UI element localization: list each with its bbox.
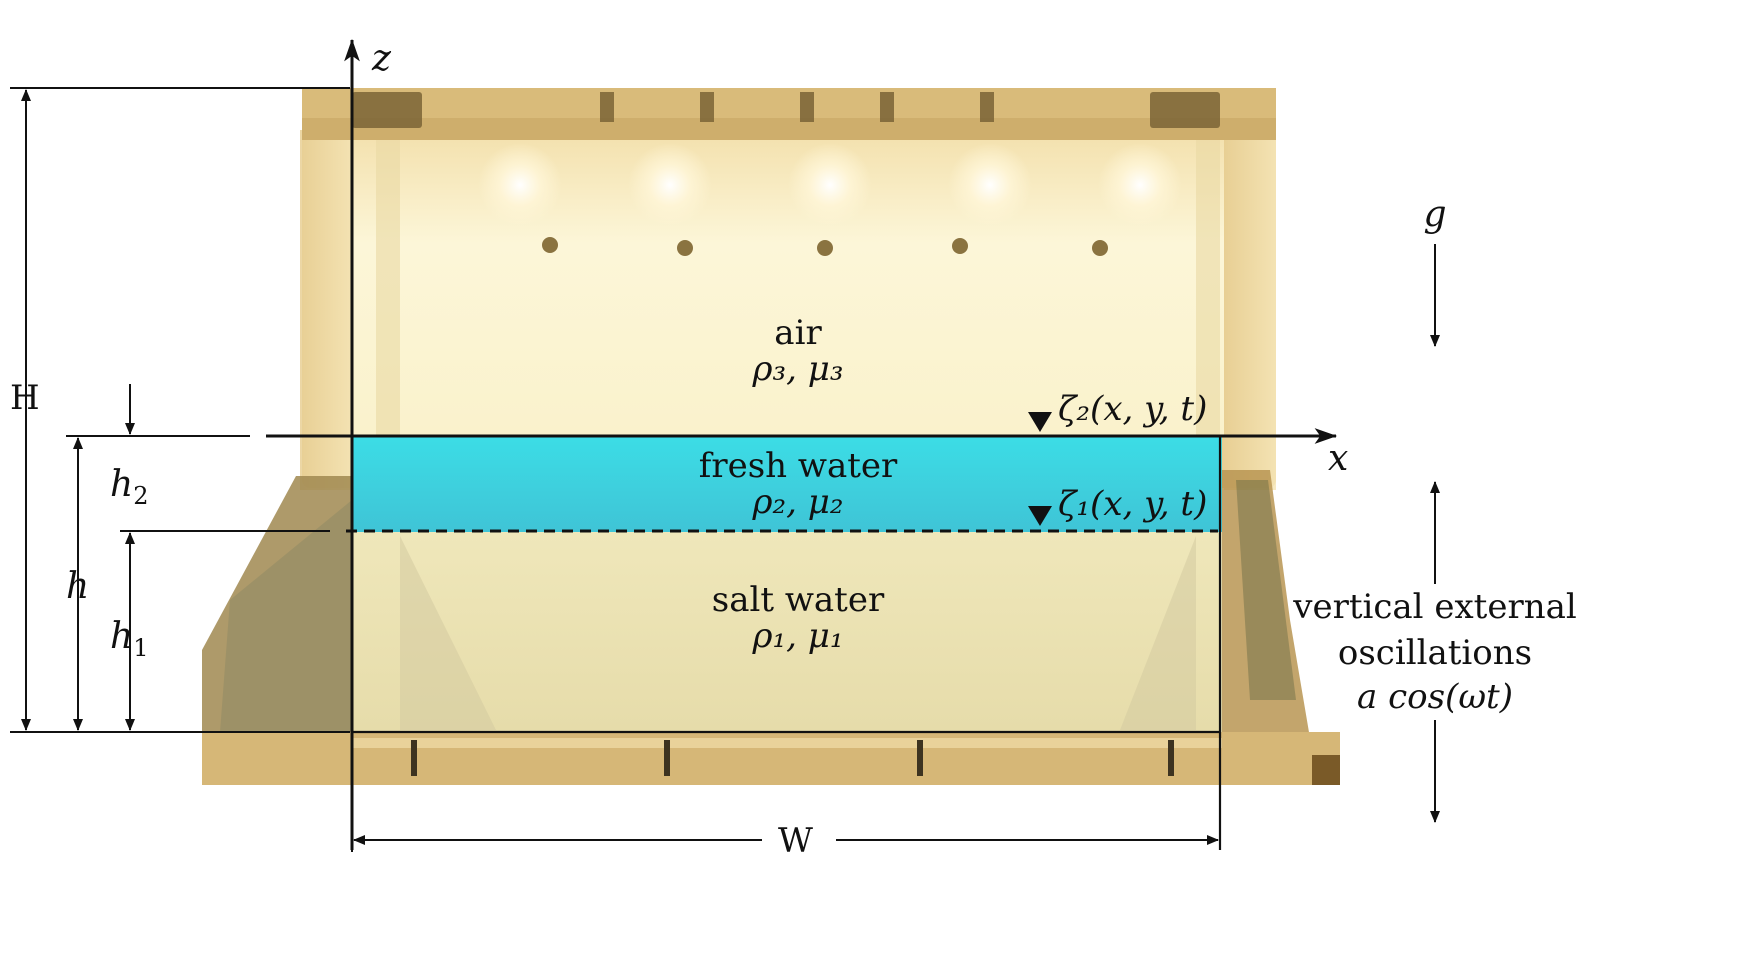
- tank-outline: [352, 436, 1222, 850]
- oscillation-line2: oscillations: [1338, 633, 1532, 673]
- z-axis-label: z: [371, 38, 392, 79]
- dimension-labels: H h h1 h2 W: [10, 378, 813, 861]
- zeta1-label: ζ₁(x, y, t): [1058, 484, 1207, 524]
- zeta2-marker: [1028, 412, 1052, 432]
- air-props: ρ₃, μ₃: [752, 349, 844, 389]
- gravity-label: g: [1423, 194, 1446, 235]
- h2-label: h2: [110, 464, 148, 510]
- x-axis-label: x: [1328, 438, 1348, 479]
- layer-labels: air ρ₃, μ₃ fresh water ρ₂, μ₂ salt water…: [699, 313, 898, 656]
- h1-label: h1: [110, 616, 148, 662]
- air-label: air: [774, 313, 822, 353]
- h-label: h: [66, 566, 89, 607]
- salt-water-props: ρ₁, μ₁: [752, 616, 844, 656]
- oscillation-line1: vertical external: [1292, 587, 1577, 627]
- oscillation-indicator: vertical external oscillations a cos(ωt): [1292, 481, 1577, 823]
- H-label: H: [10, 378, 40, 418]
- salt-water-label: salt water: [712, 580, 885, 620]
- oscillation-formula: a cos(ωt): [1357, 677, 1513, 717]
- tank-photo: [202, 88, 1340, 785]
- zeta1-marker: [1028, 506, 1052, 526]
- axes: z x: [266, 38, 1348, 850]
- W-label: W: [778, 821, 813, 861]
- fresh-water-props: ρ₂, μ₂: [752, 482, 844, 522]
- dimension-lines: [10, 87, 1219, 852]
- interfaces: ζ₂(x, y, t) ζ₁(x, y, t): [346, 389, 1218, 533]
- fresh-water-label: fresh water: [699, 446, 898, 486]
- gravity-indicator: g: [1423, 194, 1447, 347]
- zeta2-label: ζ₂(x, y, t): [1058, 389, 1207, 429]
